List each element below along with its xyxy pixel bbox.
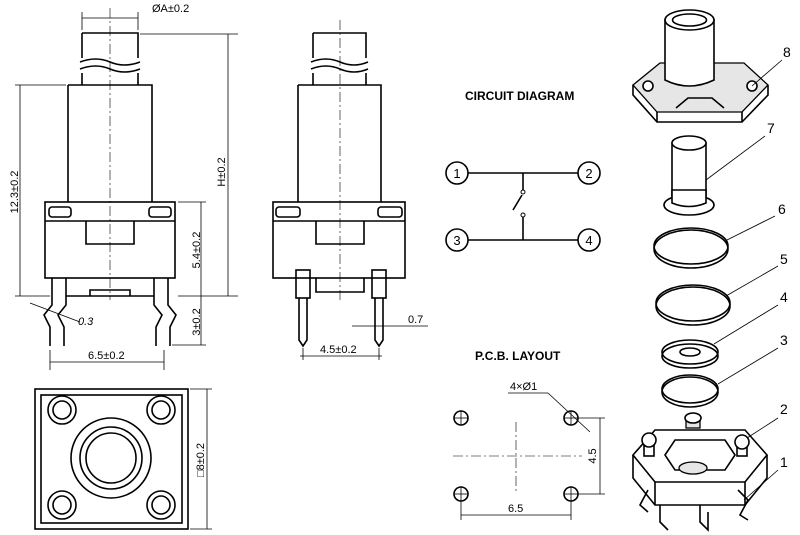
circuit-diagram xyxy=(445,161,601,252)
dim-pin-spacing-side: 6.5±0.2 xyxy=(88,350,125,362)
callout-4: 4 xyxy=(780,289,788,305)
pcb-title: P.C.B. LAYOUT xyxy=(475,349,561,363)
top-view xyxy=(34,388,212,530)
callout-8: 8 xyxy=(783,44,791,60)
dim-diameter-a: ØA±0.2 xyxy=(152,3,189,15)
dim-pin-thickness: 0.7 xyxy=(408,314,423,326)
circuit-title: CIRCUIT DIAGRAM xyxy=(465,89,574,103)
terminal-3: 3 xyxy=(453,233,460,248)
front-view xyxy=(272,20,428,360)
dim-pin-length: 3±0.2 xyxy=(191,308,203,335)
callout-7: 7 xyxy=(767,120,775,136)
dim-body-square: □8±0.2 xyxy=(195,443,207,477)
callout-6: 6 xyxy=(778,201,786,217)
pcb-spacing-x: 6.5 xyxy=(508,503,523,515)
part-8-cover xyxy=(632,9,769,123)
part-5-disc xyxy=(655,284,731,326)
terminal-4: 4 xyxy=(585,233,592,248)
part-6-disc xyxy=(653,227,729,269)
dim-height-h: H±0.2 xyxy=(216,157,228,186)
callout-1: 1 xyxy=(780,454,788,470)
pcb-spacing-y: 4.5 xyxy=(587,448,599,463)
dim-pin-width: 0.3 xyxy=(78,316,94,328)
callout-2: 2 xyxy=(780,401,788,417)
side-view xyxy=(15,8,238,370)
part-1-base xyxy=(631,412,769,532)
callout-5: 5 xyxy=(780,251,788,267)
part-4-washer xyxy=(661,339,719,369)
pcb-holes-label: 4×Ø1 xyxy=(510,381,537,393)
dim-body-height: 5.4±0.2 xyxy=(191,232,203,269)
callout-3: 3 xyxy=(780,332,788,348)
dim-pin-spacing-front: 4.5±0.2 xyxy=(320,344,357,356)
pcb-layout xyxy=(453,392,605,520)
part-2-posts xyxy=(641,432,750,457)
callout-leaders xyxy=(705,59,783,501)
dim-height-total: 12.3±0.2 xyxy=(9,171,21,214)
terminal-2: 2 xyxy=(585,166,592,181)
terminal-1: 1 xyxy=(453,166,460,181)
part-3-dome xyxy=(661,374,719,408)
part-7-plunger xyxy=(663,135,715,216)
